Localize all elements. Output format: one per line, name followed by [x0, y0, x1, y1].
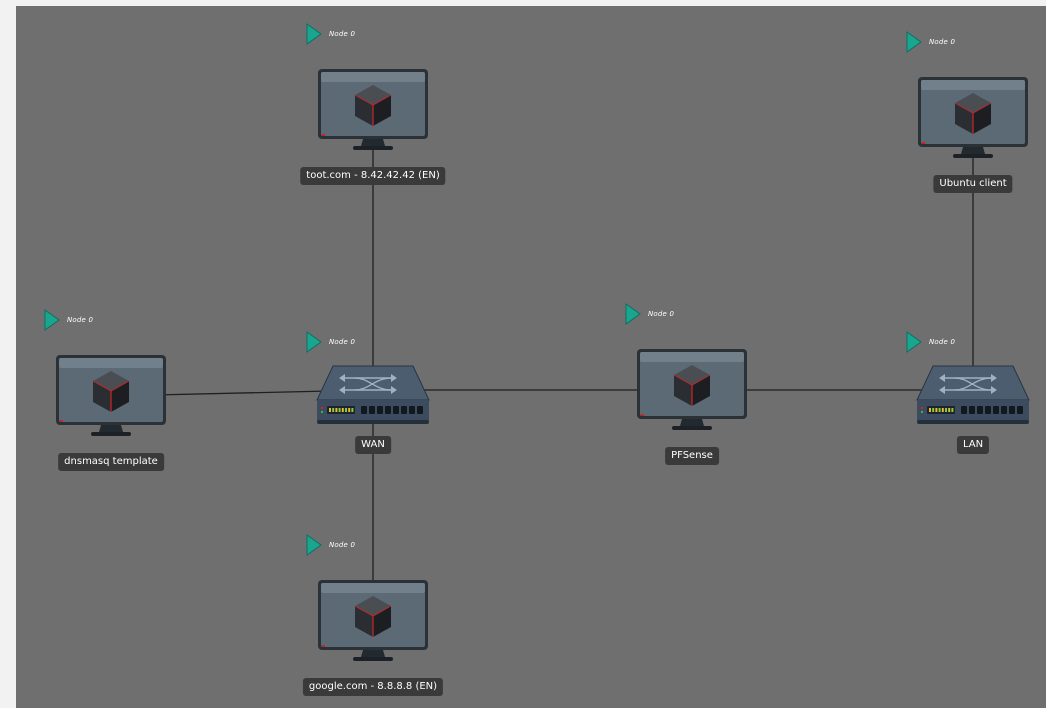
computer-icon[interactable]	[317, 579, 429, 665]
topology-canvas[interactable]: Node 0 toot.com - 8.42.42.42 (EN) Node 0…	[16, 6, 1046, 708]
node-label[interactable]: toot.com - 8.42.42.42 (EN)	[300, 167, 446, 185]
start-node-icon[interactable]	[624, 302, 642, 326]
links-layer	[110, 110, 974, 621]
node-status: Node 0	[648, 310, 675, 318]
node-status: Node 0	[929, 338, 956, 346]
node-label[interactable]: LAN	[956, 436, 990, 454]
node-status: Node 0	[329, 338, 356, 346]
computer-icon[interactable]	[55, 354, 167, 440]
start-node-icon[interactable]	[305, 22, 323, 46]
network-switch-icon[interactable]	[315, 360, 431, 430]
computer-icon[interactable]	[917, 76, 1029, 162]
node-label[interactable]: google.com - 8.8.8.8 (EN)	[302, 678, 444, 696]
node-label[interactable]: Ubuntu client	[933, 175, 1013, 193]
node-label[interactable]: WAN	[355, 436, 391, 454]
computer-icon[interactable]	[317, 68, 429, 154]
node-status: Node 0	[67, 316, 94, 324]
node-label[interactable]: dnsmasq template	[58, 453, 164, 471]
start-node-icon[interactable]	[905, 30, 923, 54]
node-status: Node 0	[329, 30, 356, 38]
start-node-icon[interactable]	[905, 330, 923, 354]
node-status: Node 0	[329, 541, 356, 549]
node-label[interactable]: PFSense	[665, 447, 719, 465]
start-node-icon[interactable]	[305, 330, 323, 354]
start-node-icon[interactable]	[305, 533, 323, 557]
computer-icon[interactable]	[636, 348, 748, 434]
start-node-icon[interactable]	[43, 308, 61, 332]
node-status: Node 0	[929, 38, 956, 46]
network-switch-icon[interactable]	[915, 360, 1031, 430]
